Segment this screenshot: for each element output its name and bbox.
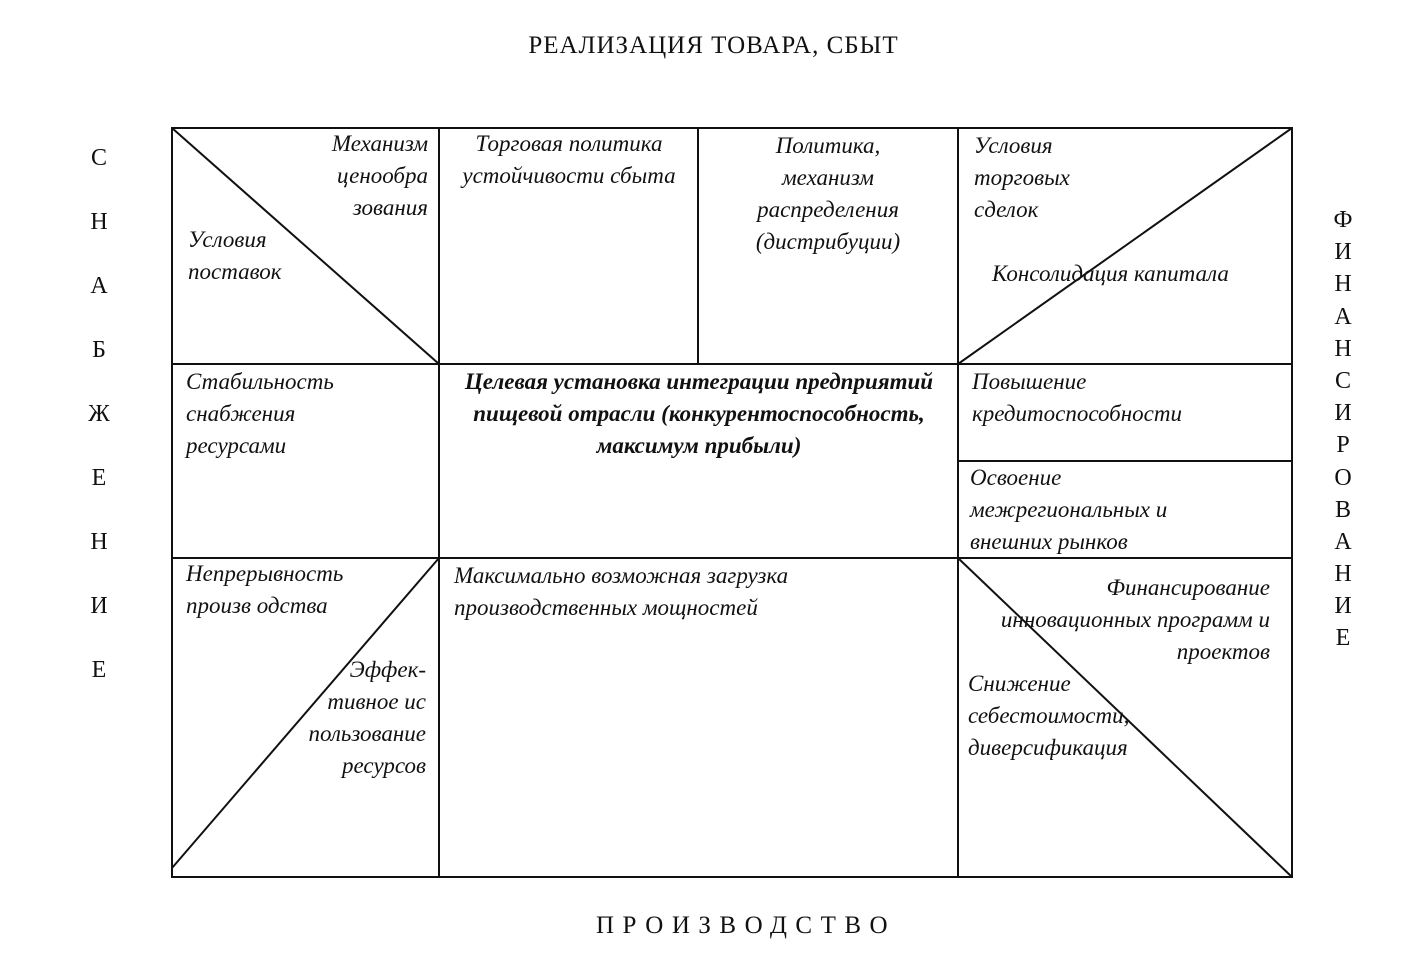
left-label-letter: Н [90, 529, 108, 555]
left-label-letter: А [90, 273, 108, 299]
left-label-letter: Ж [88, 401, 110, 427]
right-label-letter: И [1334, 239, 1352, 266]
cell-trade-conditions: Условия торговых сделок [974, 133, 1070, 222]
cell-supply-conditions: Условия поставок [188, 227, 282, 284]
diagonal-top-left [171, 127, 440, 365]
right-label-letter: О [1334, 464, 1352, 491]
diagonal-bottom-left [171, 557, 440, 869]
cell-price-mechanism: Механизм ценообра зования [331, 131, 428, 220]
top-label: РЕАЛИЗАЦИЯ ТОВАРА, СБЫТ [528, 32, 899, 59]
right-label-letter: Р [1336, 432, 1350, 459]
right-label-letter: Е [1335, 625, 1351, 652]
right-label-letter: Н [1334, 561, 1352, 588]
cell-market-expansion: Освоение межрегиональных и внешних рынко… [970, 465, 1168, 554]
right-label-letter: С [1334, 367, 1351, 394]
cell-capacity-utilization: Максимально возможная загрузка производс… [454, 563, 789, 620]
right-label-letter: Ф [1333, 207, 1353, 233]
right-vertical-label: Ф И Н А Н С И Р О В А Н И Е [1328, 204, 1358, 655]
left-vertical-label: С Н А Б Ж Е Н И Е [84, 142, 114, 718]
cell-innovation-financing: Финансирование инновационных программ и … [1000, 575, 1270, 664]
right-label-letter: А [1334, 303, 1352, 330]
cell-trade-policy: Торговая политика устойчивости сбыта [462, 131, 676, 188]
right-label-letter: А [1334, 528, 1352, 555]
left-label-letter: Е [91, 465, 107, 491]
cell-creditworthiness: Повышение кредитоспособности [972, 369, 1182, 426]
left-label-letter: Е [91, 657, 107, 683]
left-label-letter: И [90, 593, 108, 619]
cell-distribution-policy: Политика, механизм распределения (дистри… [755, 133, 901, 254]
diagonal-bottom-right [957, 557, 1293, 878]
cell-supply-stability: Стабильность снабжения ресурсами [186, 369, 334, 458]
right-label-letter: В [1334, 496, 1351, 523]
right-label-letter: И [1334, 400, 1352, 427]
right-label-letter: Н [1334, 271, 1352, 298]
cell-capital-consolidation: Консолидация капитала [992, 261, 1229, 286]
cell-cost-reduction: Снижение себестоимости, диверсификация [968, 671, 1130, 760]
bottom-label: ПРОИЗВОДСТВО [596, 912, 897, 939]
cell-resource-efficiency: Эффек- тивное ис пользование ресурсов [308, 657, 426, 778]
left-label-letter: С [90, 145, 107, 171]
left-label-letter: Н [90, 209, 108, 235]
left-label-letter: Б [92, 337, 106, 363]
right-label-letter: Н [1334, 335, 1352, 362]
cell-production-continuity: Непрерывность произв одства [186, 561, 344, 618]
right-label-letter: И [1334, 593, 1352, 620]
diagonal-top-right [957, 127, 1293, 365]
cell-integration-goal: Целевая установка интеграции предприятий… [464, 369, 934, 458]
outer-frame [171, 127, 1293, 878]
